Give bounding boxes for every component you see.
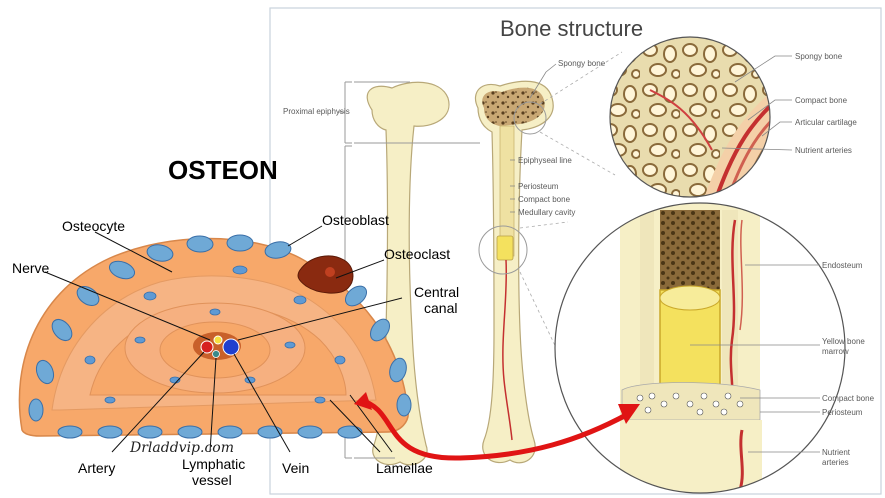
label-nerve: Nerve bbox=[12, 260, 50, 276]
label-lymphatic-vessel-line2: vessel bbox=[192, 472, 232, 488]
label-central-canal-line1: Central bbox=[414, 284, 460, 300]
osteon-pointers bbox=[44, 225, 403, 453]
label-lymphatic-vessel-line1: Lymphatic bbox=[182, 456, 246, 472]
label-nutrient-arteries: Nutrient arteries bbox=[795, 146, 852, 155]
label-articular-cartilage: Articular cartilage bbox=[795, 118, 857, 127]
label-compact-bone: Compact bone bbox=[518, 195, 571, 204]
label-zoom-compact-bone-lower: Compact bone bbox=[822, 394, 875, 403]
top-zoom-circle bbox=[609, 36, 771, 198]
label-periosteum: Periosteum bbox=[518, 182, 559, 191]
label-osteoclast: Osteoclast bbox=[384, 246, 451, 262]
label-proximal-epiphysis: Proximal epiphysis bbox=[283, 107, 350, 116]
label-zoom-spongy-bone: Spongy bone bbox=[795, 52, 843, 61]
label-osteocyte: Osteocyte bbox=[62, 218, 126, 234]
label-lamellae: Lamellae bbox=[376, 460, 433, 476]
sectioned-femur bbox=[474, 80, 554, 464]
connection-arrow bbox=[359, 397, 630, 461]
label-osteoblast: Osteoblast bbox=[322, 212, 389, 228]
top-zoom-pointers bbox=[721, 55, 793, 151]
osteon-title: OSTEON bbox=[168, 155, 278, 185]
zoom-connectors bbox=[519, 51, 623, 441]
label-spongy-bone: Spongy bone bbox=[558, 59, 606, 68]
label-yellow-bone-marrow-line1: Yellow bone bbox=[822, 337, 865, 346]
label-zoom-nutrient-arteries-line2: arteries bbox=[822, 458, 849, 467]
label-medullary-cavity: Medullary cavity bbox=[518, 208, 576, 217]
label-zoom-periosteum: Periosteum bbox=[822, 408, 863, 417]
bottom-zoom-pointers bbox=[690, 264, 820, 453]
label-epiphyseal-line: Epiphyseal line bbox=[518, 156, 572, 165]
osteon-illustration bbox=[18, 234, 412, 439]
label-artery: Artery bbox=[78, 460, 116, 476]
label-endosteum: Endosteum bbox=[822, 261, 863, 270]
bone-label-pointers bbox=[510, 63, 557, 213]
diagram-title: Bone structure bbox=[500, 16, 644, 41]
label-central-canal-line2: canal bbox=[424, 300, 458, 316]
label-zoom-nutrient-arteries-line1: Nutrient bbox=[822, 448, 851, 457]
label-yellow-bone-marrow-line2: marrow bbox=[822, 347, 849, 356]
watermark-text: Drladdvip.com bbox=[130, 440, 235, 456]
label-vein: Vein bbox=[282, 460, 310, 476]
label-zoom-compact-bone: Compact bone bbox=[795, 96, 848, 105]
